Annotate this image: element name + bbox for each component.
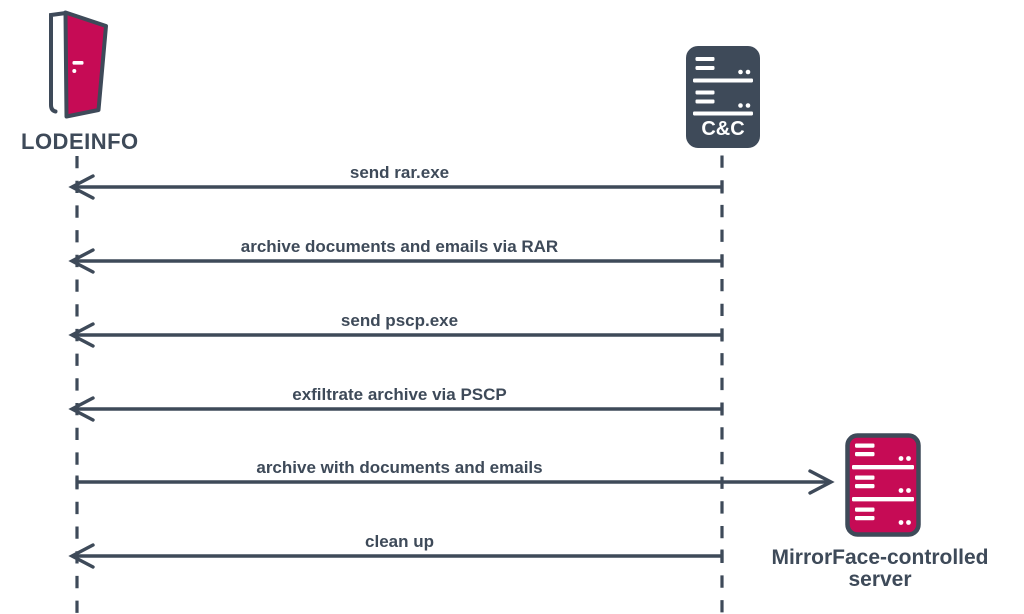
server-icon-mirrorface [845,433,921,537]
message-label-clean-up: clean up [365,532,434,551]
message-label-send-rar: send rar.exe [349,163,450,182]
actor-label-lodeinfo: LODEINFO [21,129,139,154]
server-icon-cnc [686,46,760,148]
arrowhead-left-icon [68,174,95,200]
open-door-icon [49,10,108,119]
actor-label-mirrorface: MirrorFace-controlled server [760,547,1000,591]
actor-label-cnc: C&C [701,118,745,140]
arrowhead-left-icon [68,543,95,569]
actor-label-mirrorface-line2: server [848,568,912,591]
message-label-send-pscp: send pscp.exe [340,311,459,330]
message-label-exfiltrate-pscp: exfiltrate archive via PSCP [292,385,507,404]
arrowhead-right-icon [808,469,835,495]
actor-label-mirrorface-line1: MirrorFace-controlled [771,546,989,569]
arrowhead-left-icon [68,248,95,274]
arrowhead-left-icon [68,322,95,348]
arrowhead-left-icon [68,396,95,422]
message-label-archive-via-rar: archive documents and emails via RAR [240,237,559,256]
message-label-archive-with-docs: archive with documents and emails [256,458,543,477]
